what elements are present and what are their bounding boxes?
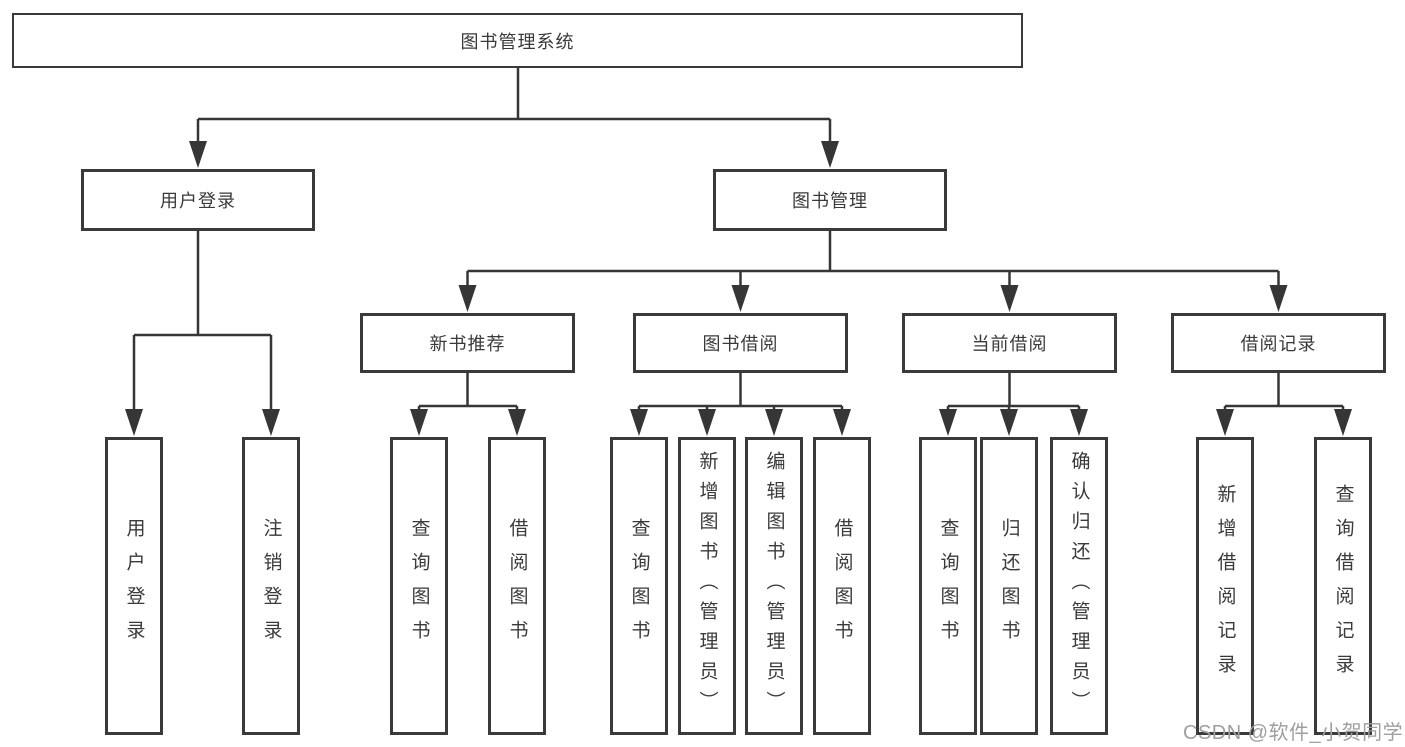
node-leaf-query-books-1: 查询图书	[390, 437, 448, 735]
node-user-login: 用户登录	[81, 169, 315, 231]
arrowhead	[1000, 285, 1019, 312]
node-new-book-recommend: 新书推荐	[360, 313, 575, 373]
arrowhead	[1070, 409, 1088, 436]
connector-borrow-children	[630, 373, 851, 436]
node-leaf-return-books: 归还图书	[980, 437, 1038, 735]
node-leaf-query-books-2: 查询图书	[610, 437, 668, 735]
node-borrowing-records: 借阅记录	[1171, 313, 1386, 373]
node-label: 图书借阅	[702, 334, 779, 354]
arrowhead	[125, 409, 143, 436]
node-label: 新书推荐	[429, 334, 506, 354]
arrowhead	[833, 409, 851, 436]
arrowhead	[1334, 409, 1352, 436]
arrowhead	[731, 285, 750, 312]
connector-current-children	[939, 373, 1088, 436]
connector-recommend-children	[410, 373, 526, 436]
node-label: 查询借阅记录	[1332, 484, 1354, 688]
node-leaf-query-books-3: 查询图书	[919, 437, 977, 735]
arrowhead	[1269, 285, 1288, 312]
connector-book-mgmt-children	[458, 230, 1288, 312]
node-label: 新增借阅记录	[1214, 484, 1236, 688]
node-leaf-query-borrow-record: 查询借阅记录	[1314, 437, 1372, 735]
node-label: 借阅记录	[1240, 334, 1317, 354]
node-label: 新增图书（管理员）	[696, 451, 718, 721]
node-root-system: 图书管理系统	[12, 13, 1023, 68]
arrowhead	[939, 409, 957, 436]
node-book-borrowing: 图书借阅	[633, 313, 848, 373]
node-label: 确认归还（管理员）	[1068, 451, 1090, 721]
node-label: 借阅图书	[506, 518, 528, 654]
arrowhead	[1000, 409, 1018, 436]
node-leaf-edit-books-admin: 编辑图书（管理员）	[745, 437, 803, 735]
connector-user-login-children	[125, 230, 280, 436]
node-label: 用户登录	[160, 191, 236, 211]
node-label: 当前借阅	[971, 334, 1048, 354]
arrowhead	[508, 409, 526, 436]
node-leaf-logout: 注销登录	[242, 437, 300, 735]
arrowhead	[765, 409, 783, 436]
arrowhead	[262, 409, 280, 436]
connector-root-to-level2	[189, 68, 839, 168]
arrowhead	[821, 141, 839, 168]
node-book-management: 图书管理	[713, 169, 947, 231]
csdn-watermark: CSDN @软件_小贺同学	[1183, 722, 1404, 744]
node-label: 查询图书	[937, 518, 959, 654]
node-leaf-confirm-return-admin: 确认归还（管理员）	[1050, 437, 1108, 735]
node-label: 用户登录	[123, 518, 145, 654]
node-label: 查询图书	[628, 518, 650, 654]
node-leaf-borrow-books-1: 借阅图书	[488, 437, 546, 735]
arrowhead	[410, 409, 428, 436]
node-label: 注销登录	[260, 518, 282, 654]
node-label: 查询图书	[408, 518, 430, 654]
arrowhead	[698, 409, 716, 436]
node-leaf-add-borrow-record: 新增借阅记录	[1196, 437, 1254, 735]
arrowhead	[1216, 409, 1234, 436]
node-label: 归还图书	[998, 518, 1020, 654]
arrowhead	[630, 409, 648, 436]
node-label: 借阅图书	[831, 518, 853, 654]
node-label: 图书管理	[792, 191, 868, 211]
node-label: 编辑图书（管理员）	[763, 451, 785, 721]
node-leaf-add-books-admin: 新增图书（管理员）	[678, 437, 736, 735]
arrowhead	[458, 285, 477, 312]
node-leaf-borrow-books-2: 借阅图书	[813, 437, 871, 735]
connector-record-children	[1216, 373, 1352, 436]
node-label: 图书管理系统	[460, 31, 575, 52]
node-leaf-user-login: 用户登录	[105, 437, 163, 735]
arrowhead	[189, 141, 207, 168]
node-current-borrowing: 当前借阅	[902, 313, 1117, 373]
